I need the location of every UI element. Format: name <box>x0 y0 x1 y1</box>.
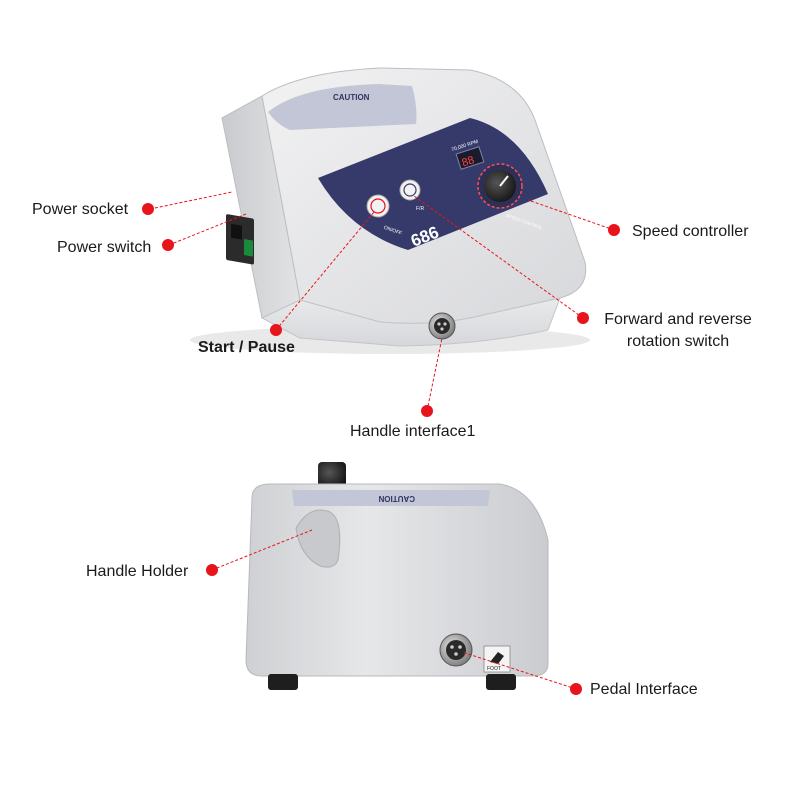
leader-lines <box>149 191 615 690</box>
dot-power-socket <box>142 203 154 215</box>
device-front-view: CAUTION 88 70,000 RPM SPEED CONTROL ON/O… <box>190 67 590 354</box>
label-speed-controller: Speed controller <box>632 223 749 240</box>
dot-forward-reverse <box>577 312 589 324</box>
fr-text: F/R <box>416 206 424 212</box>
power-switch[interactable] <box>244 239 253 257</box>
foot-text: FOOT <box>487 666 501 672</box>
device-rear-view: CAUTION FOOT <box>245 462 549 690</box>
label-forward-reverse-line1: Forward and reverse <box>604 311 752 328</box>
dot-power-switch <box>162 239 174 251</box>
foot-label <box>483 645 511 673</box>
power-socket <box>231 223 242 240</box>
dot-handle-interface <box>421 405 433 417</box>
callout-dots <box>142 203 620 695</box>
foot-pedal-icon <box>490 652 504 664</box>
label-pedal-interface: Pedal Interface <box>590 681 698 698</box>
label-power-socket: Power socket <box>32 201 129 218</box>
dot-speed-controller <box>608 224 620 236</box>
label-handle-holder: Handle Holder <box>86 563 189 580</box>
label-handle-interface: Handle interface1 <box>350 423 476 440</box>
forward-reverse-button[interactable] <box>399 179 421 201</box>
rear-knob <box>318 462 346 488</box>
caution-label: CAUTION <box>333 93 370 102</box>
dot-handle-holder <box>206 564 218 576</box>
start-pause-button[interactable] <box>366 194 390 218</box>
foot-right <box>486 674 516 690</box>
dot-start-pause <box>270 324 282 336</box>
label-power-switch: Power switch <box>57 239 152 256</box>
handle-holder-recess <box>295 509 341 568</box>
label-forward-reverse: Forward and reverse rotation switch <box>598 309 758 353</box>
label-start-pause: Start / Pause <box>198 339 295 356</box>
foot-left <box>268 674 298 690</box>
speed-display-digits: 88 <box>461 154 476 169</box>
speed-display <box>455 146 485 170</box>
rear-caution-label: CAUTION <box>378 494 415 503</box>
label-forward-reverse-line2: rotation switch <box>626 333 730 350</box>
dot-pedal-interface <box>570 683 582 695</box>
